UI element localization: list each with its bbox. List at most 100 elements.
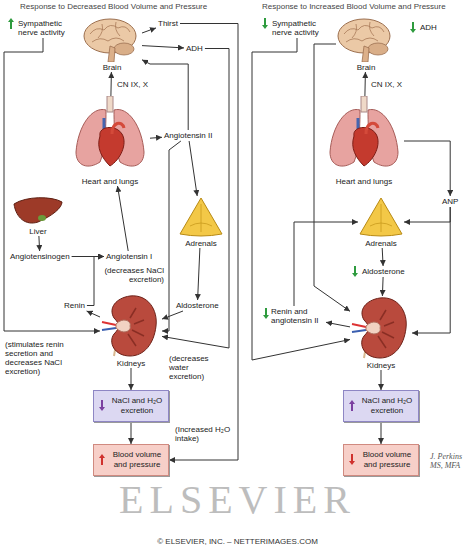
panel-title: Response to Increased Blood Volume and P… [262,2,446,11]
organ-label: Brain [82,62,142,72]
connector-arrow [38,236,40,251]
edge-label: (Increased H₂O intake) [174,425,236,443]
flow-term: Sympathetic nerve activity [270,18,324,38]
flow-term: Angiotensin I [104,251,154,262]
organ-illustration [350,296,412,360]
drawing-part [370,204,392,232]
drawing-part [102,328,116,330]
connector-arrow [189,141,197,196]
decrease-arrow [352,266,358,277]
organ-node: Brain [336,16,396,72]
flow-term: Renin [62,300,87,311]
drawing-part [344,22,384,42]
organ-node: Liver [12,196,64,236]
connector-arrow [382,248,384,266]
term-text: Thirst [158,19,178,28]
organ-label: Brain [336,62,396,72]
organ-label: Heart and lungs [70,176,150,186]
organ-node: Kidneys [100,294,162,368]
connector-arrow [412,207,450,333]
organ-label: Kidneys [350,360,412,370]
process-box: Blood volume and pressure [93,444,169,476]
edge-label: CN IX, X [116,80,149,89]
term-text: Aldosterone [176,301,219,310]
drawing-part [360,198,402,236]
flow-term: Sympathetic nerve activity [16,18,70,38]
connector-arrow [110,72,112,96]
box-text: Blood volume and pressure [360,450,414,470]
connector-arrow [150,137,162,139]
drawing-part [366,322,380,334]
decrease-arrow [262,18,268,29]
drawing-part [116,320,130,332]
flow-term: Aldosterone [174,300,221,311]
drawing-part [14,198,62,223]
edge-label: (decreases NaCl excretion) [103,266,165,284]
organ-node: Adrenals [178,196,224,248]
term-text: Aldosterone [362,267,405,276]
organ-label: Liver [12,226,64,236]
organ-illustration [358,196,404,238]
drawing-part [107,96,113,112]
term-text: Renin and angiotensin II [271,307,324,325]
connector-arrow [142,46,184,48]
edge-label: (stimulates renin secretion and decrease… [4,340,84,376]
drawing-part [114,43,134,55]
connector-arrow [142,60,188,130]
watermark: ELSEVIER [0,478,475,522]
connector-arrow [87,311,100,317]
box-text: NaCl and H₂O excretion [360,396,414,416]
organ-label: Kidneys [100,358,162,368]
connector-arrow [381,370,382,390]
flow-term: Thirst [156,18,180,29]
copyright-footer: © ELSEVIER, INC. – NETTERIMAGES.COM [0,537,475,546]
connector-arrow [364,72,366,96]
drawing-part [352,330,366,332]
organ-illustration [70,96,150,176]
drawing-part [108,46,115,62]
decrease-arrow [410,22,416,33]
drawing-part [366,123,378,134]
flow-term: ADH [418,22,439,33]
drawing-part [102,322,116,325]
term-text: Angiotensinogen [10,252,70,261]
flow-term: Angiotensin II [162,130,214,141]
connector-arrow [169,24,238,461]
organ-illustration [178,196,224,238]
drawing-part [352,324,366,327]
organ-node: Adrenals [358,196,404,248]
term-text: ADH [186,44,203,53]
drawing-part [190,204,212,232]
term-text: Angiotensin I [106,252,152,261]
flow-term: Angiotensinogen [8,251,72,262]
drawing-part [361,96,367,112]
connector-arrow [326,322,350,327]
box-text: NaCl and H₂O excretion [110,396,164,416]
connector-arrow [382,277,384,296]
drawing-part [368,43,388,55]
organ-node: Kidneys [350,296,412,370]
term-text: ANP [442,197,458,206]
connector-arrow [294,222,358,306]
organ-node: Heart and lungs [70,96,150,186]
term-text: ADH [420,23,437,32]
connector-arrow [131,368,132,390]
connector-arrow [118,186,129,251]
term-text: Sympathetic nerve activity [18,19,68,37]
connector-arrow [404,207,450,222]
drawing-part [90,22,130,42]
edge-label: (decreases water excretion) [168,354,226,381]
term-text: Renin [64,301,85,310]
box-text: Blood volume and pressure [110,450,164,470]
artist-signature: J. Perkins MS, MFA [430,452,472,470]
drawing-part [112,296,157,356]
organ-label: Heart and lungs [324,176,404,186]
organ-label: Adrenals [178,238,224,248]
organ-label: Adrenals [358,238,404,248]
organ-node: Brain [82,16,142,72]
process-box: Blood volume and pressure [343,444,419,476]
drawing-part [362,46,369,62]
connector-arrow [162,311,183,319]
organ-illustration [100,294,162,358]
